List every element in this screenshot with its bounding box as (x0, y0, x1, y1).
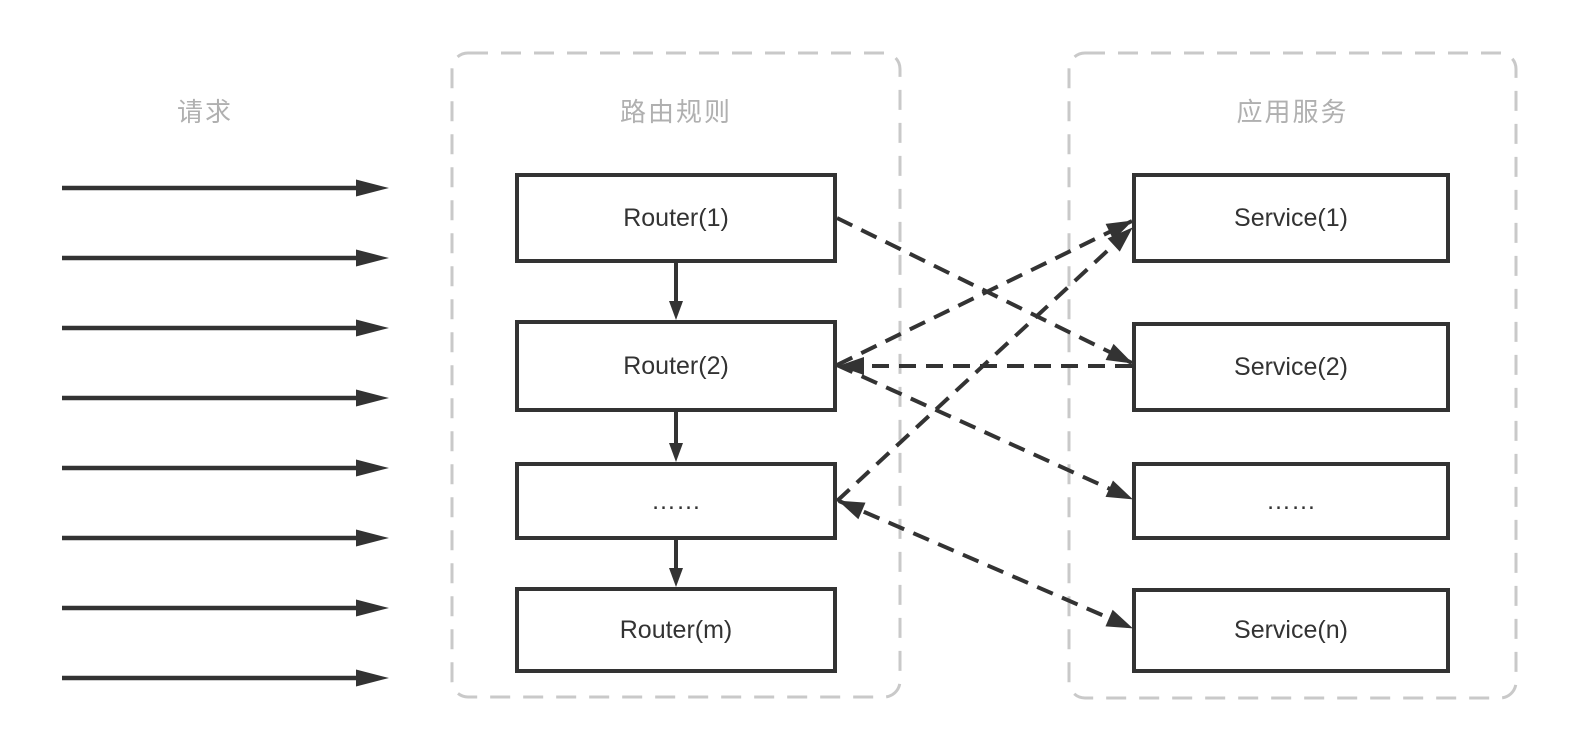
node-label: …… (1266, 486, 1316, 515)
edge-router-ellipsis-servicen (838, 499, 1133, 630)
node-router-ellipsis: …… (515, 462, 837, 540)
router-chain-connectors (669, 263, 683, 587)
node-label: Router(1) (623, 203, 729, 232)
node-router-2: Router(2) (515, 320, 837, 412)
router-chain-connector (669, 412, 683, 462)
request-arrows (62, 179, 389, 687)
request-arrow (62, 599, 389, 617)
request-arrow (62, 459, 389, 477)
routing-panel-border (450, 51, 902, 699)
edge-router2-service1 (836, 219, 1133, 367)
request-arrow (62, 669, 389, 687)
node-label: …… (651, 486, 701, 515)
edge-router2-service-ellipsis (836, 363, 1133, 501)
node-label: Service(n) (1234, 616, 1348, 644)
request-arrow (62, 319, 389, 337)
request-arrow (62, 249, 389, 267)
request-arrow (62, 389, 389, 407)
node-label: Router(2) (623, 351, 729, 380)
node-service-n: Service(n) (1132, 588, 1450, 673)
router-chain-connector (669, 263, 683, 320)
router-chain-connector (669, 540, 683, 587)
node-label: Service(1) (1234, 203, 1348, 232)
services-panel-border (1067, 51, 1518, 700)
edge-router1-service2 (836, 216, 1133, 365)
routing-edges (835, 216, 1134, 630)
request-arrow (62, 179, 389, 197)
node-router-m: Router(m) (515, 587, 837, 673)
node-label: Service(2) (1234, 352, 1348, 381)
request-arrow (62, 529, 389, 547)
request-column-title: 请求 (176, 97, 233, 127)
services-panel-title: 应用服务 (1236, 97, 1349, 127)
node-service-ellipsis: …… (1132, 462, 1450, 540)
routing-panel-title: 路由规则 (619, 97, 732, 127)
node-service-1: Service(1) (1132, 173, 1450, 263)
node-router-1: Router(1) (515, 173, 837, 263)
node-service-2: Service(2) (1132, 322, 1450, 412)
node-label: Router(m) (619, 615, 733, 644)
edge-router-ellipsis-service1 (835, 226, 1134, 503)
